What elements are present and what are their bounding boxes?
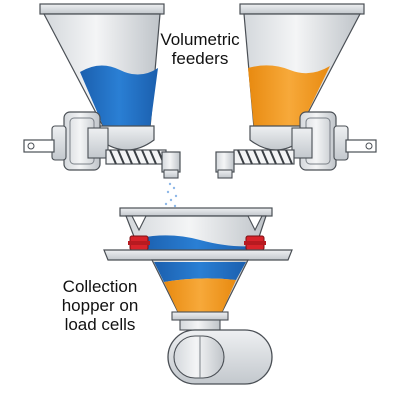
auger-screw-icon: [105, 149, 167, 165]
hopper-outlet-flange: [171, 311, 229, 321]
left-discharge-spout: [161, 151, 181, 173]
collection-hopper: [103, 207, 293, 331]
motor-icon: [291, 111, 349, 171]
right-feeder-rim: [239, 3, 365, 15]
collection-hopper-rim: [119, 207, 273, 217]
hopper-label-line-1: Collection: [62, 277, 138, 296]
support-platform: [103, 249, 293, 261]
right-feeder-material: [248, 65, 330, 128]
feeders-label-line-1: Volumetric: [160, 30, 240, 49]
right-discharge-spout: [215, 151, 235, 173]
load-cell-icon: [244, 215, 266, 251]
left-feeder-rim: [39, 3, 165, 15]
auger-screw-icon: [233, 149, 295, 165]
feeders-label-line-2: feeders: [171, 49, 229, 68]
valve-icon: [167, 329, 273, 385]
left-feeder-material: [80, 65, 158, 128]
feeders-label: Volumetric feeders: [150, 30, 250, 68]
hopper-label-line-3: load cells: [64, 315, 136, 334]
hopper-label: Collection hopper on load cells: [52, 277, 148, 334]
hopper-label-line-2: hopper on: [61, 296, 139, 315]
left-feeder: [23, 3, 181, 179]
motor-icon: [51, 111, 109, 171]
right-feeder: [215, 3, 377, 179]
